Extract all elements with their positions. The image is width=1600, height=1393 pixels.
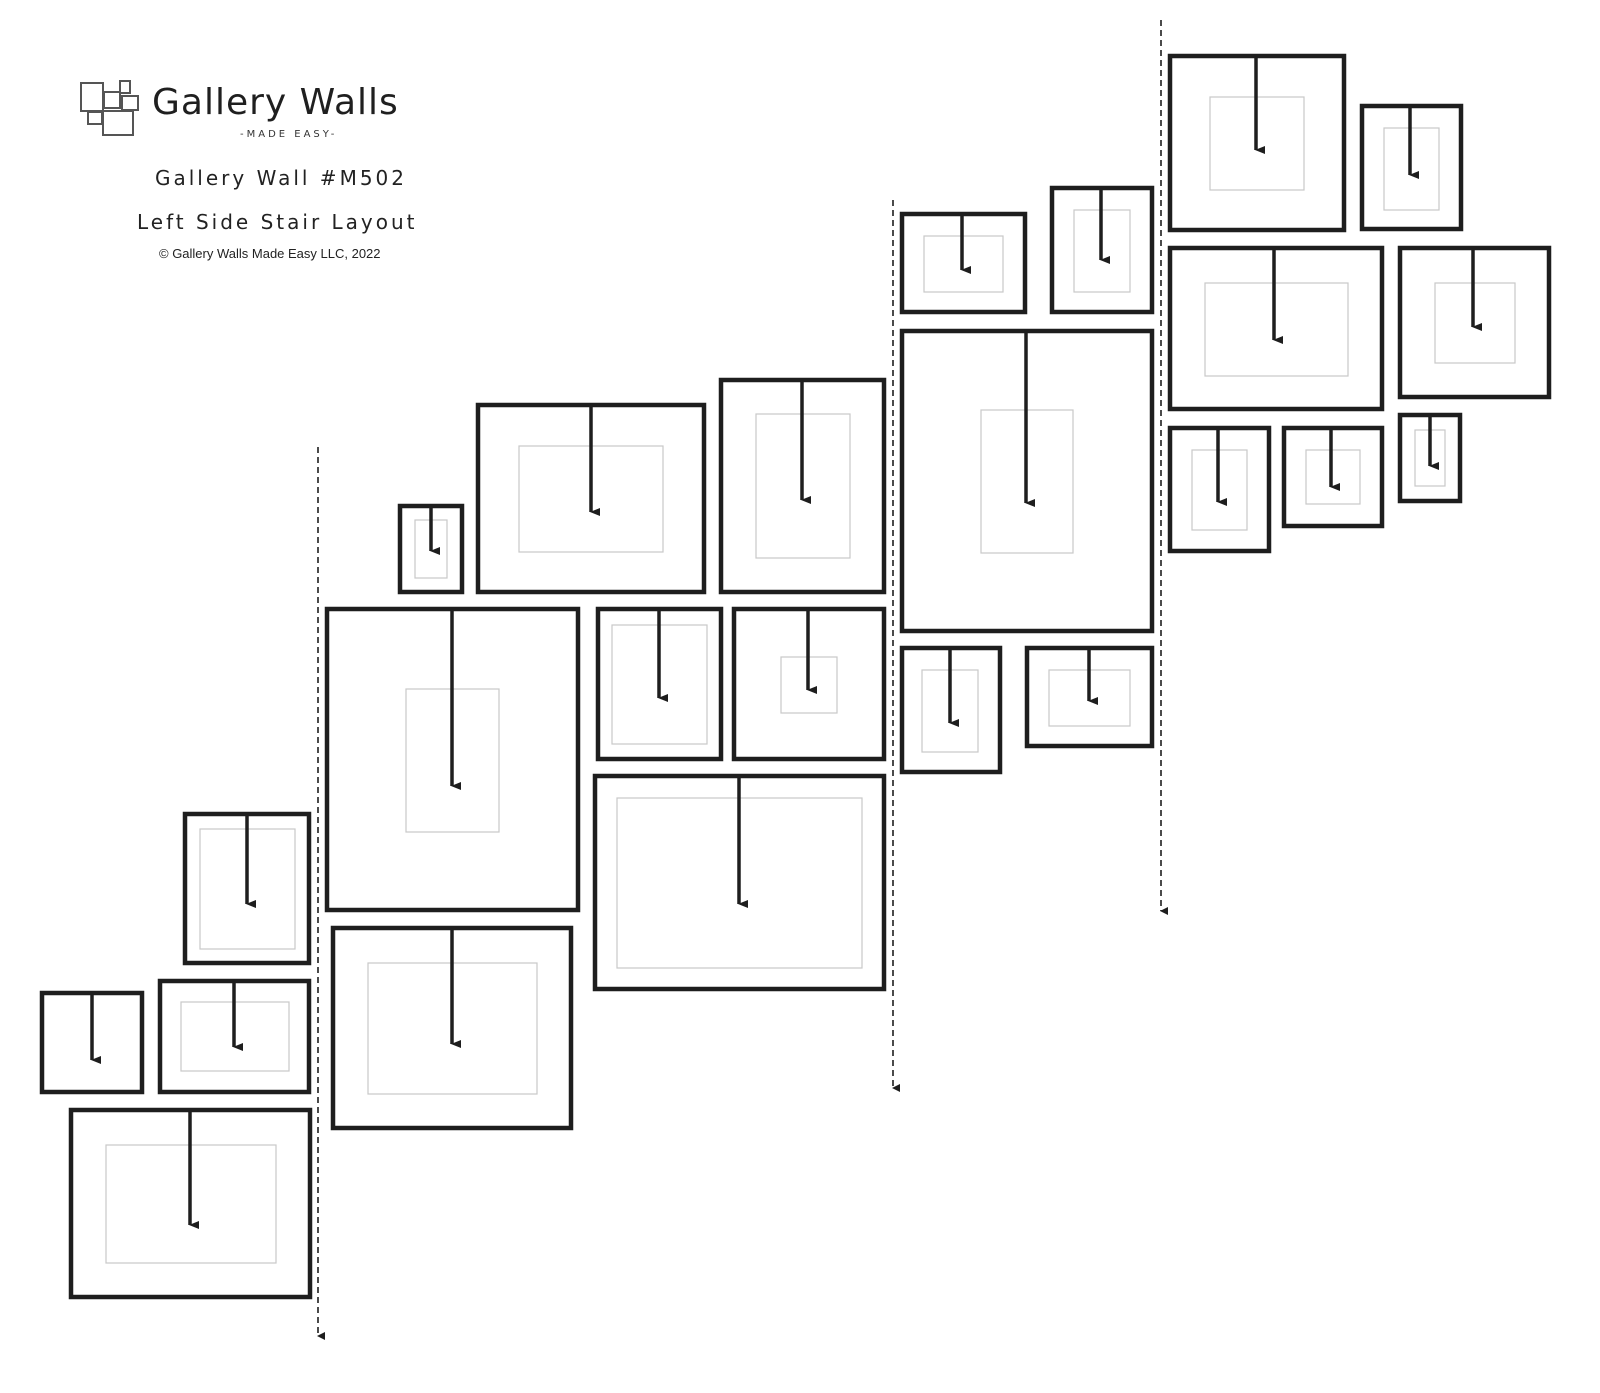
picture-frame	[1281, 425, 1385, 529]
picture-frame	[731, 606, 887, 762]
brand-name: Gallery Walls	[152, 82, 399, 123]
frame-border	[1167, 245, 1385, 412]
mat-opening	[1434, 282, 1516, 364]
picture-frame	[157, 978, 312, 1095]
picture-frame	[1397, 245, 1552, 400]
picture-frame	[1024, 645, 1155, 749]
layout-subtitle: Left Side Stair Layout	[137, 210, 418, 234]
picture-frame	[592, 773, 887, 992]
brand-tagline: -MADE EASY-	[240, 129, 338, 140]
picture-frame	[595, 606, 724, 762]
picture-frame	[1397, 412, 1463, 504]
picture-frame	[899, 211, 1028, 315]
frame-border	[1281, 425, 1385, 529]
stacked-frames-logo-icon	[80, 80, 139, 136]
mat-opening	[1305, 449, 1361, 505]
picture-frame	[182, 811, 312, 966]
picture-frame	[899, 645, 1003, 775]
picture-frame	[718, 377, 887, 595]
picture-frame	[324, 606, 581, 913]
picture-frame	[68, 1107, 313, 1300]
picture-frame	[39, 990, 145, 1095]
picture-frame	[1167, 425, 1272, 554]
layout-title: Gallery Wall #M502	[155, 166, 407, 190]
brand-header: Gallery Walls -MADE EASY-	[80, 78, 440, 148]
picture-frame	[899, 328, 1155, 634]
picture-frame	[1167, 245, 1385, 412]
picture-frame	[330, 925, 574, 1131]
mat-opening	[1204, 282, 1349, 377]
picture-frame	[1359, 103, 1464, 232]
picture-frame	[1049, 185, 1155, 315]
picture-frame	[397, 503, 465, 595]
copyright-notice: © Gallery Walls Made Easy LLC, 2022	[159, 246, 381, 261]
picture-frame	[1167, 53, 1347, 233]
picture-frame	[475, 402, 707, 595]
